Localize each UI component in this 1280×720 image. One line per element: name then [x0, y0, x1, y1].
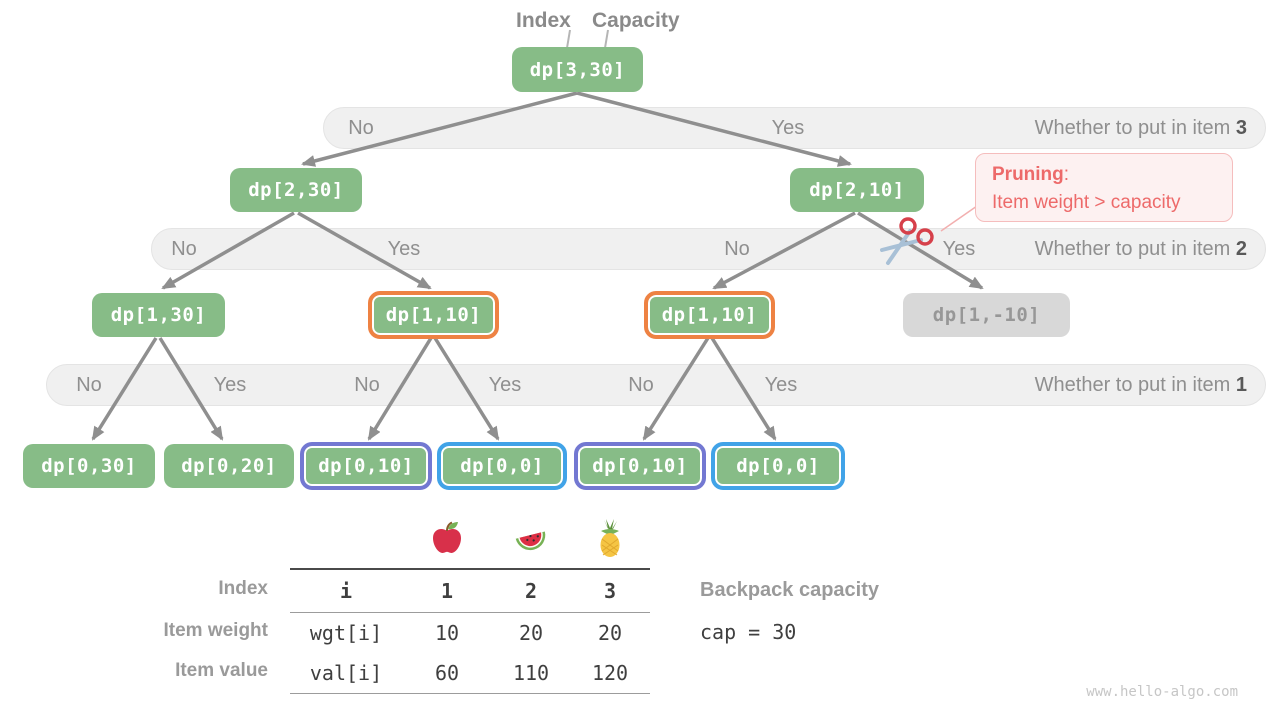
dp-node: dp[2,30] — [230, 168, 362, 212]
decision-no: No — [628, 374, 654, 396]
dp-node-repeated: dp[1,10] — [368, 291, 499, 339]
decision-yes: Yes — [942, 238, 976, 260]
pruning-annotation: Pruning: Item weight > capacity — [975, 153, 1233, 222]
value-cell: 110 — [492, 653, 570, 694]
row-label-value: Item value — [175, 660, 268, 681]
capacity-pointer-label: Capacity — [592, 9, 680, 32]
decision-band-item3 — [323, 107, 1266, 149]
band-caption-text: Whether to put in item — [1034, 374, 1231, 396]
band-caption-item2: Whether to put in item 2 — [1035, 228, 1247, 270]
dp-node-repeated: dp[0,0] — [437, 442, 567, 490]
decision-no: No — [348, 117, 374, 139]
backpack-capacity-code: cap = 30 — [700, 620, 797, 644]
dp-node: dp[0,30] — [23, 444, 155, 488]
pruning-callout-line — [940, 205, 978, 232]
tree-edges — [91, 91, 984, 441]
decision-no: No — [76, 374, 102, 396]
dp-node: dp[1,30] — [92, 293, 225, 337]
band-caption-item3: Whether to put in item 3 — [1035, 107, 1247, 149]
weight-row: wgt[i] 10 20 20 — [290, 613, 650, 654]
decision-yes: Yes — [764, 374, 798, 396]
decision-no: No — [171, 238, 197, 260]
items-table: i 1 2 3 wgt[i] 10 20 20 val[i] 60 110 12… — [290, 512, 650, 694]
pruning-title: Pruning — [992, 164, 1064, 185]
dp-node-repeated: dp[1,10] — [644, 291, 775, 339]
band-caption-text: Whether to put in item — [1034, 238, 1231, 260]
apple-icon — [433, 521, 461, 553]
dp-node-repeated: dp[0,10] — [574, 442, 706, 490]
band-caption-item-number: 1 — [1235, 374, 1247, 396]
dp-node: dp[0,20] — [164, 444, 294, 488]
decision-no: No — [724, 238, 750, 260]
band-caption-item1: Whether to put in item 1 — [1035, 364, 1247, 406]
dp-node-repeated: dp[0,10] — [300, 442, 432, 490]
decision-yes: Yes — [488, 374, 522, 396]
dp-node: dp[3,30] — [512, 47, 643, 92]
decision-band-item1 — [46, 364, 1266, 406]
apple-cell — [402, 512, 492, 569]
weight-cell: wgt[i] — [309, 621, 383, 645]
decision-yes: Yes — [213, 374, 247, 396]
row-label-index: Index — [218, 578, 268, 599]
value-cell: 60 — [402, 653, 492, 694]
pineapple-icon — [600, 518, 620, 557]
watermelon-icon — [515, 530, 546, 550]
header-cell: 2 — [492, 568, 570, 613]
header-cell: i — [290, 568, 402, 613]
index-pointer-label: Index — [516, 9, 571, 32]
watermelon-cell — [492, 512, 570, 569]
table-header-row: i 1 2 3 — [290, 568, 650, 613]
value-cell: 120 — [570, 653, 650, 694]
weight-cell: 20 — [597, 621, 623, 645]
scissors-icon — [880, 217, 934, 265]
band-caption-item-number: 2 — [1235, 238, 1247, 260]
band-caption-item-number: 3 — [1235, 117, 1247, 139]
value-cell: val[i] — [290, 653, 402, 694]
weight-cell: 20 — [518, 621, 544, 645]
band-caption-text: Whether to put in item — [1034, 117, 1231, 139]
row-label-weight: Item weight — [163, 620, 268, 641]
watermark: www.hello-algo.com — [1086, 684, 1238, 700]
pineapple-cell — [570, 512, 650, 569]
weight-cell: 10 — [434, 621, 460, 645]
dp-node-pruned: dp[1,-10] — [903, 293, 1070, 337]
header-cell: 1 — [402, 568, 492, 613]
pruning-colon: : — [1063, 164, 1070, 185]
dp-node: dp[2,10] — [790, 168, 924, 212]
fruit-row — [290, 512, 650, 569]
header-cell: 3 — [570, 568, 650, 613]
backpack-capacity-title: Backpack capacity — [700, 579, 880, 601]
pruning-body: Item weight > capacity — [992, 192, 1181, 213]
decision-no: No — [354, 374, 380, 396]
decision-yes: Yes — [387, 238, 421, 260]
dp-node-repeated: dp[0,0] — [711, 442, 845, 490]
decision-yes: Yes — [771, 117, 805, 139]
value-row: val[i] 60 110 120 — [290, 653, 650, 694]
